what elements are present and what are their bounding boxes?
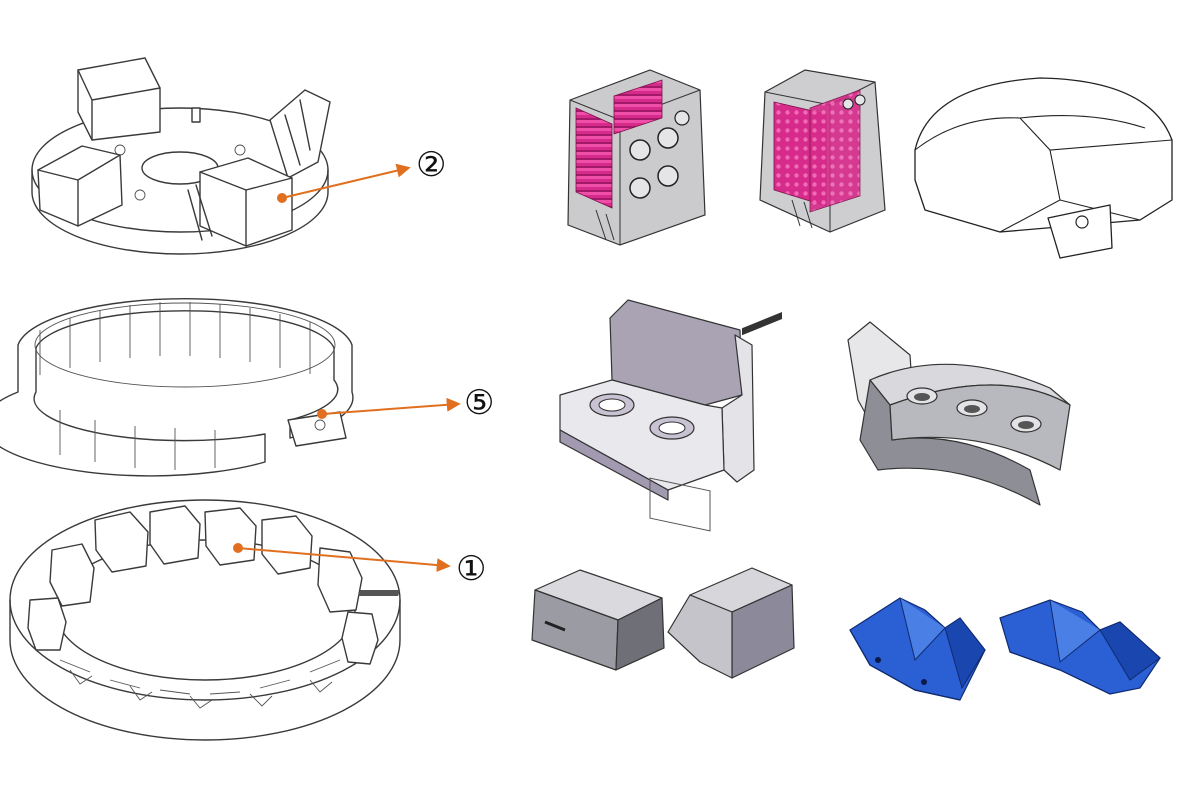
callout-arrow-5	[321, 397, 461, 415]
blue-vblock-left	[849, 597, 986, 701]
callout-label-5: ⑤	[464, 383, 494, 423]
insert-block-1	[567, 69, 706, 246]
callout-label-2: ②	[416, 145, 446, 185]
curved-hammer-outline	[914, 77, 1173, 259]
rotor-sketch	[31, 57, 331, 255]
callout-arrow-2	[281, 163, 411, 199]
callout-dot-5	[317, 409, 327, 419]
curved-segment-part	[847, 321, 1071, 506]
callout-arrows	[233, 163, 461, 573]
callout-dot-2	[277, 193, 287, 203]
anvil-ring-sketch	[9, 499, 401, 741]
dark-block-left	[358, 569, 665, 671]
bracket-part	[559, 299, 755, 532]
insert-block-2	[759, 69, 886, 233]
callout-label-1: ①	[456, 549, 486, 589]
callout-dot-1	[233, 543, 243, 553]
shoe-ring-sketch	[0, 297, 354, 477]
dark-block-right	[667, 312, 795, 679]
blue-vblock-right	[999, 599, 1161, 695]
callout-arrow-1	[237, 547, 451, 573]
